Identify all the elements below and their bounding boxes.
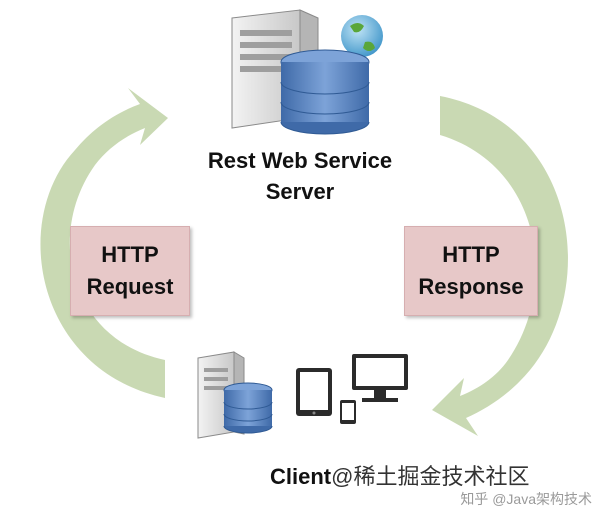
client-database-icon <box>223 382 273 434</box>
tablet-icon <box>296 368 332 416</box>
server-title-line2: Server <box>265 178 335 204</box>
http-response-line1: HTTP <box>442 242 500 268</box>
server-title: Rest Web Service Server <box>170 146 430 208</box>
phone-icon <box>340 400 356 424</box>
http-response-box: HTTP Response <box>404 226 538 316</box>
http-request-box: HTTP Request <box>70 226 190 316</box>
http-response-line2: Response <box>418 274 524 299</box>
server-title-line1: Rest Web Service <box>207 148 393 173</box>
client-label: Client@稀土掘金技术社区 <box>270 462 529 493</box>
client-watermark: @稀土掘金技术社区 <box>331 464 530 489</box>
globe-icon <box>341 15 383 57</box>
database-icon <box>280 49 370 135</box>
request-cycle-arrow <box>40 88 168 398</box>
http-request-line1: HTTP <box>101 242 159 268</box>
client-label-text: Client <box>270 464 332 489</box>
corner-watermark: 知乎 @Java架构技术 <box>460 491 592 507</box>
response-cycle-arrow <box>432 96 568 436</box>
http-request-line2: Request <box>86 274 174 299</box>
monitor-icon <box>352 354 408 402</box>
